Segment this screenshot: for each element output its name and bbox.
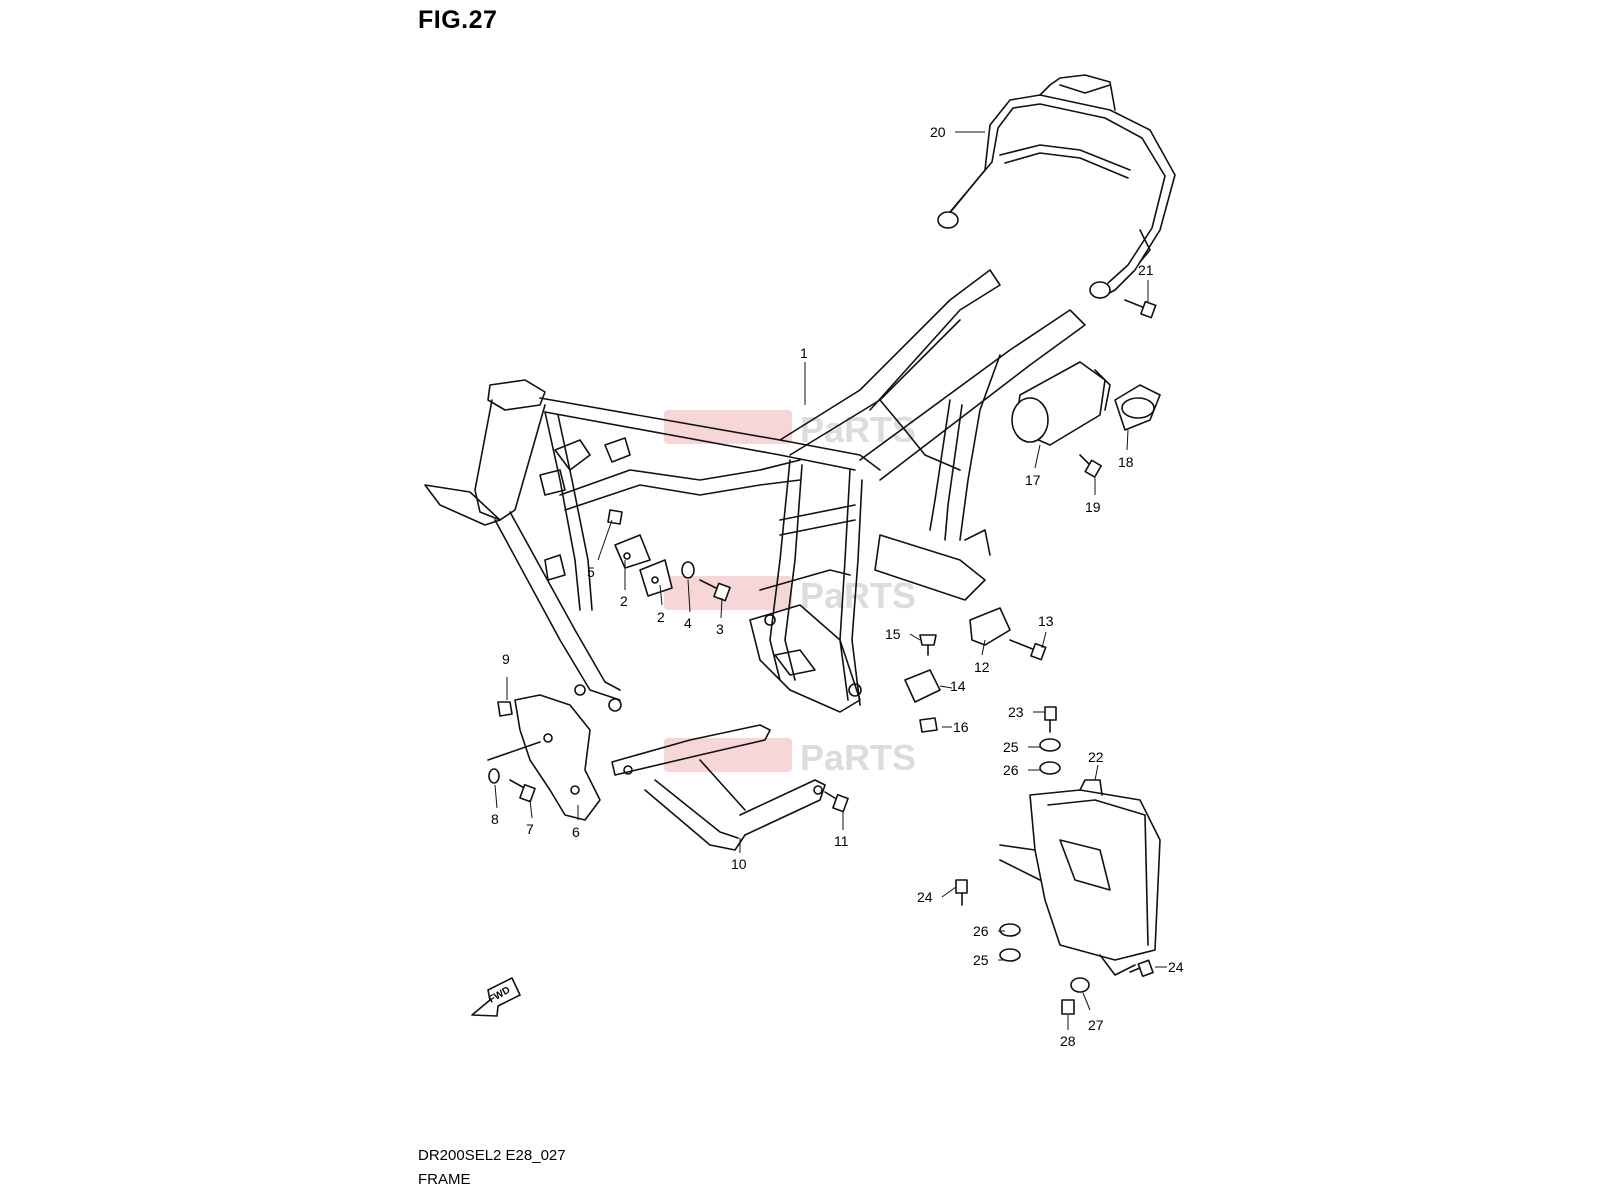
grab-rail-bolt: [1124, 299, 1157, 319]
watermark-text: PaRTS: [800, 575, 916, 616]
callout-6: 6: [572, 824, 580, 840]
watermark-text: PaRTS: [800, 737, 916, 778]
callout-12: 12: [974, 659, 990, 675]
callout-9: 9: [502, 651, 510, 667]
callout-13: 13: [1038, 613, 1054, 629]
callout-26: 26: [1003, 762, 1019, 778]
callout-16: 16: [953, 719, 969, 735]
tool-case-assembly: [1011, 361, 1161, 478]
callout-21: 21: [1138, 262, 1154, 278]
leader-lines: [494, 131, 1167, 1030]
grab-rail-drawing: [937, 74, 1176, 299]
frame-drawing: [424, 269, 1086, 713]
section-name: FRAME: [418, 1171, 471, 1188]
cushions-hardware: [904, 607, 1047, 733]
callout-15: 15: [885, 626, 901, 642]
callout-11: 11: [834, 833, 849, 849]
callout-10: 10: [731, 856, 747, 872]
callout-24: 24: [917, 889, 933, 905]
callout-26b: 26: [973, 923, 989, 939]
callout-14: 14: [950, 678, 966, 694]
model-code: DR200SEL2 E28_027: [418, 1147, 566, 1164]
callout-2b: 2: [657, 609, 665, 625]
forward-direction-arrow: FWD: [471, 977, 521, 1017]
callout-17: 17: [1025, 472, 1041, 488]
callout-4: 4: [684, 615, 692, 631]
lower-left-bracket: [487, 694, 601, 821]
callout-19: 19: [1085, 499, 1101, 515]
battery-holder-assembly: [955, 706, 1161, 1015]
callout-2: 2: [620, 593, 628, 609]
callout-22: 22: [1088, 749, 1104, 765]
watermark-text: PaRTS: [800, 409, 916, 450]
callout-3: 3: [716, 621, 724, 637]
callout-7: 7: [526, 821, 534, 837]
engine-mount-brackets: [607, 509, 731, 602]
callout-27: 27: [1088, 1017, 1104, 1033]
watermark: PaRTS PaRTS PaRTS: [664, 409, 916, 778]
callout-1: 1: [800, 345, 808, 361]
callout-24b: 24: [1168, 959, 1184, 975]
callout-23: 23: [1008, 704, 1024, 720]
callout-8: 8: [491, 811, 499, 827]
callout-5: 5: [587, 564, 595, 580]
callout-28: 28: [1060, 1033, 1076, 1049]
callout-25: 25: [1003, 739, 1019, 755]
callout-18: 18: [1118, 454, 1134, 470]
callout-labels: 1 2 2 3 4 5 6 7 8 9 10 11 12 13 14 15 16…: [491, 124, 1184, 1049]
figure-title: FIG.27: [418, 6, 498, 34]
callout-25b: 25: [973, 952, 989, 968]
callout-20: 20: [930, 124, 946, 140]
